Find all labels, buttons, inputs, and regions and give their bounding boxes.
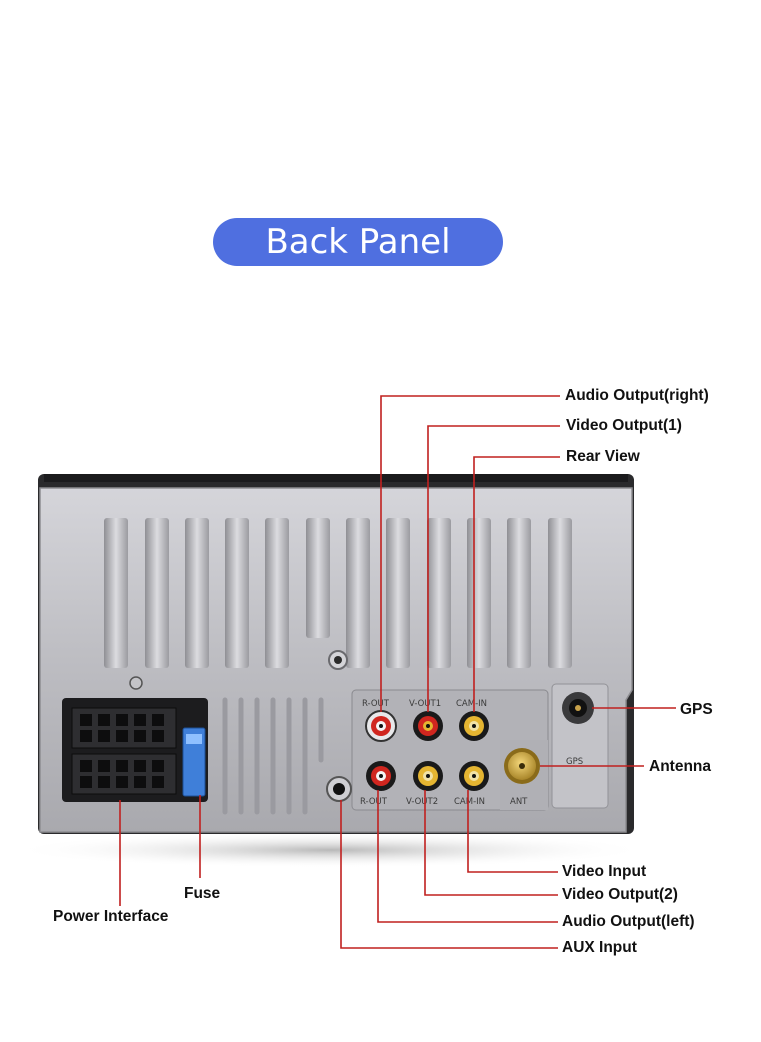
panel-label-gps: GPS bbox=[566, 757, 583, 767]
aux-port bbox=[326, 776, 352, 802]
leader-video-input bbox=[467, 790, 558, 873]
page-title: Back Panel bbox=[213, 218, 503, 266]
rca-rear-view bbox=[459, 711, 489, 741]
leader-video-output-2 bbox=[424, 790, 558, 896]
cooling-fins bbox=[104, 518, 572, 668]
fuse bbox=[182, 727, 206, 797]
screw-left bbox=[129, 676, 143, 690]
panel-label-r-out: R-OUT bbox=[360, 797, 388, 807]
label-rear-view: Rear View bbox=[566, 448, 640, 465]
label-antenna: Antenna bbox=[649, 758, 711, 775]
panel-label-cam-in: CAM-IN bbox=[454, 797, 485, 807]
unit-top-edge bbox=[44, 474, 628, 482]
rca-audio-out-left bbox=[366, 761, 396, 791]
panel-label-r-out-top: R-OUT bbox=[362, 699, 390, 709]
panel-label-cam-in-top: CAM-IN bbox=[456, 699, 487, 709]
antenna-socket bbox=[504, 748, 540, 784]
label-audio-output-left: Audio Output(left) bbox=[562, 913, 695, 930]
label-video-input: Video Input bbox=[562, 863, 647, 880]
label-video-output-1: Video Output(1) bbox=[566, 417, 682, 434]
power-connector bbox=[62, 698, 208, 802]
label-aux-input: AUX Input bbox=[562, 939, 637, 956]
panel-ribs bbox=[222, 697, 324, 815]
leader-audio-output-right bbox=[380, 395, 560, 712]
label-audio-output-right: Audio Output(right) bbox=[565, 387, 709, 404]
rca-audio-out-right bbox=[365, 710, 397, 742]
rca-video-out-1 bbox=[413, 711, 443, 741]
label-gps: GPS bbox=[680, 701, 713, 718]
label-power-interface: Power Interface bbox=[53, 908, 169, 925]
panel-label-v-out2: V-OUT2 bbox=[406, 797, 438, 807]
label-video-output-2: Video Output(2) bbox=[562, 886, 678, 903]
gps-socket bbox=[562, 692, 594, 724]
leader-rear-view bbox=[473, 456, 560, 712]
floor-shadow bbox=[10, 832, 650, 868]
panel-label-ant: ANT bbox=[510, 797, 528, 807]
rca-video-input bbox=[459, 761, 489, 791]
leader-aux-input bbox=[340, 800, 558, 949]
leader-video-output-1 bbox=[427, 425, 560, 712]
rca-video-out-2 bbox=[413, 761, 443, 791]
leader-lines bbox=[119, 395, 676, 949]
leader-audio-output-left bbox=[377, 790, 558, 923]
panel-label-v-out1: V-OUT1 bbox=[409, 699, 441, 709]
label-fuse: Fuse bbox=[184, 885, 221, 902]
